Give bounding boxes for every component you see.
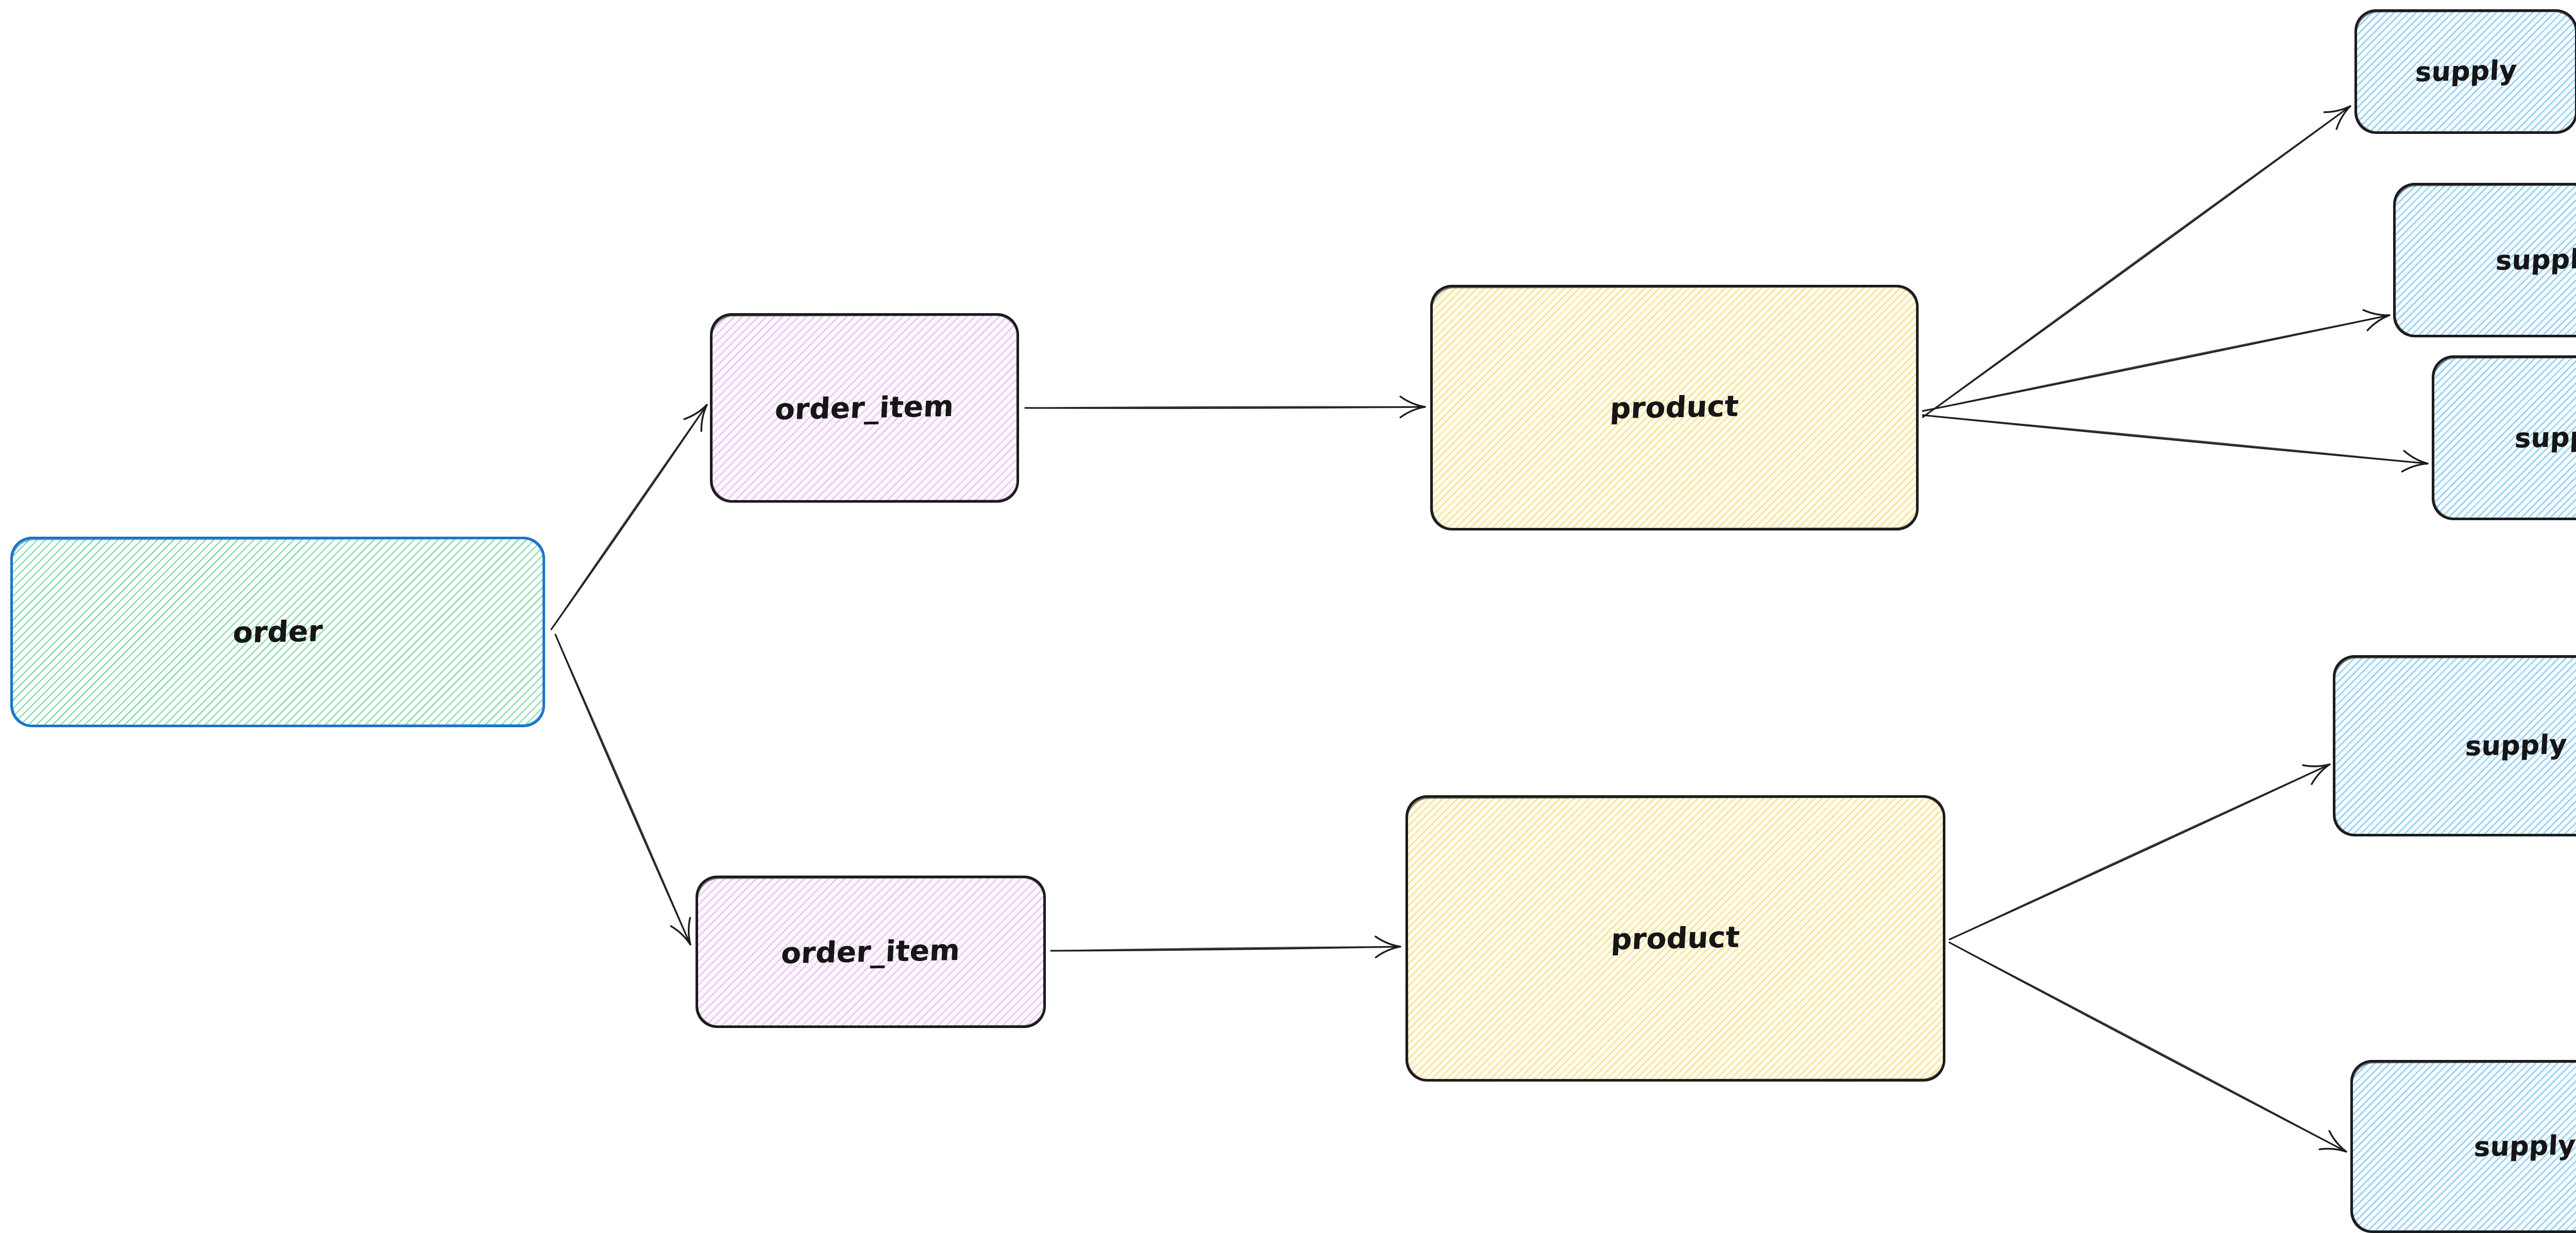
edge-order-to-order_item_1 bbox=[550, 404, 708, 630]
node-label: supply bbox=[2514, 421, 2576, 454]
node-supply_3[interactable]: supply bbox=[2432, 355, 2576, 520]
node-product_2[interactable]: product bbox=[1405, 795, 1945, 1082]
edge-product_2-to-supply_5 bbox=[1948, 941, 2347, 1153]
node-label: product bbox=[1610, 920, 1741, 956]
node-supply_4[interactable]: supply bbox=[2333, 655, 2576, 836]
node-label: order_item bbox=[774, 389, 955, 426]
edge-product_1-to-supply_2 bbox=[1922, 309, 2391, 412]
node-supply_5[interactable]: supply bbox=[2350, 1060, 2576, 1233]
node-order[interactable]: order bbox=[10, 537, 545, 727]
edge-product_2-to-supply_4 bbox=[1948, 763, 2331, 940]
node-label: supply bbox=[2473, 1130, 2576, 1163]
edge-product_1-to-supply_3 bbox=[1922, 414, 2429, 473]
node-supply_2[interactable]: supply bbox=[2393, 183, 2576, 337]
node-label: order_item bbox=[780, 933, 961, 970]
edge-order_item_1-to-product_1 bbox=[1024, 396, 1426, 419]
node-label: order bbox=[232, 614, 324, 650]
node-label: supply bbox=[2414, 55, 2518, 88]
edge-order-to-order_item_2 bbox=[554, 633, 691, 946]
node-supply_1[interactable]: supply bbox=[2354, 9, 2576, 134]
edge-order_item_2-to-product_2 bbox=[1050, 935, 1401, 958]
node-label: supply bbox=[2464, 729, 2568, 762]
node-order_item_2[interactable]: order_item bbox=[696, 876, 1046, 1028]
edge-product_1-to-supply_1 bbox=[1922, 105, 2351, 418]
node-order_item_1[interactable]: order_item bbox=[710, 313, 1019, 503]
node-product_1[interactable]: product bbox=[1430, 285, 1919, 530]
node-label: product bbox=[1609, 389, 1740, 426]
node-label: supply bbox=[2495, 244, 2576, 277]
